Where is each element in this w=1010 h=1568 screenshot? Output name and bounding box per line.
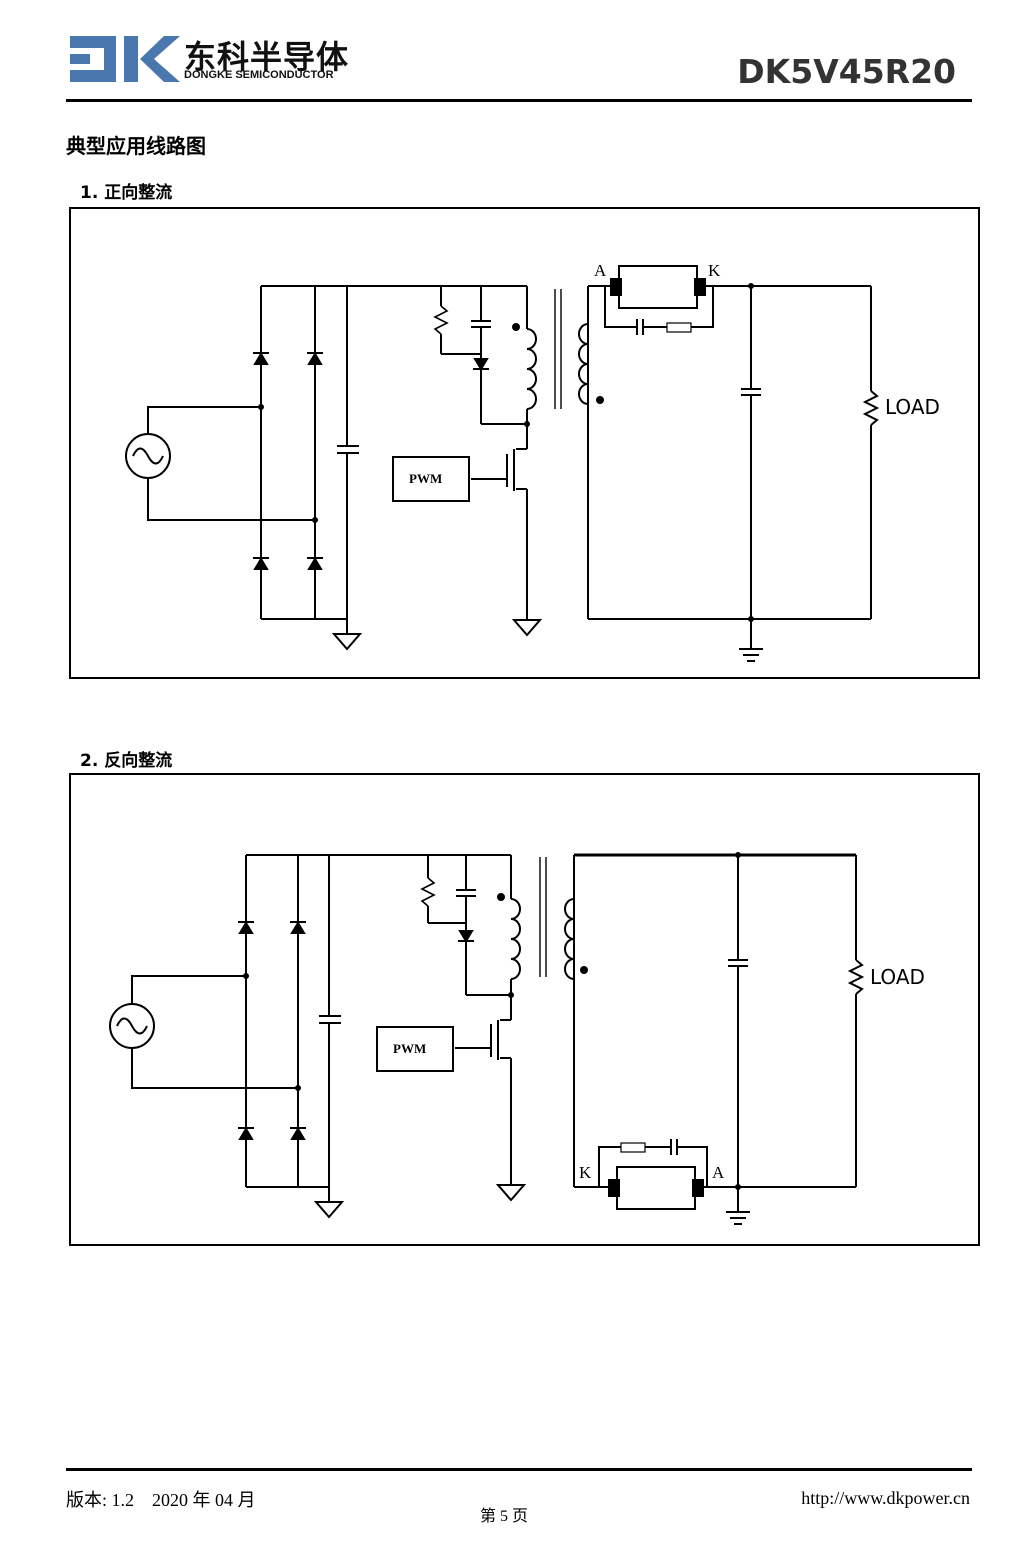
resistor-icon	[433, 305, 449, 335]
rectifier-device	[616, 1166, 696, 1210]
diode-icon	[307, 352, 323, 365]
diode-icon	[290, 1127, 306, 1140]
section-title: 典型应用线路图	[66, 134, 206, 158]
pin-k-label: K	[579, 1163, 592, 1182]
website-link[interactable]: http://www.dkpower.cn	[801, 1488, 970, 1508]
diode-icon	[253, 352, 269, 365]
resistor-icon	[420, 877, 436, 907]
page-number: 第 5 页	[480, 1508, 529, 1525]
diode-icon	[307, 557, 323, 570]
circuit-diagram-forward	[125, 265, 880, 662]
figure-1-frame: PWM LOAD A K	[69, 207, 980, 679]
circuit-diagram-reverse	[109, 852, 865, 1225]
diode-icon	[458, 930, 474, 943]
pin-a-label: A	[712, 1163, 725, 1182]
resistor-icon	[620, 1142, 646, 1153]
rectifier-device	[618, 265, 698, 309]
load-resistor-icon	[862, 390, 880, 426]
diode-icon	[253, 557, 269, 570]
diode-icon	[473, 358, 489, 371]
diode-icon	[238, 1127, 254, 1140]
pwm-label: PWM	[393, 1041, 427, 1056]
footer-rule	[66, 1468, 972, 1471]
figure-2-frame: PWM LOAD K A	[69, 773, 980, 1246]
load-label: LOAD	[870, 965, 925, 989]
pin-k-label: K	[708, 261, 721, 280]
version-date: 版本: 1.2 2020 年 04 月	[66, 1490, 256, 1510]
dk-logo-mark	[70, 36, 180, 82]
pwm-label: PWM	[409, 471, 443, 486]
load-label: LOAD	[885, 395, 940, 419]
figure-1-caption: 1. 正向整流	[80, 183, 173, 203]
header-rule	[66, 99, 972, 102]
load-resistor-icon	[847, 959, 865, 995]
pwm-block	[392, 456, 470, 502]
primary-winding-icon	[526, 328, 537, 410]
primary-winding-icon	[510, 898, 521, 980]
pwm-block	[376, 1026, 454, 1072]
secondary-winding-icon	[578, 323, 589, 405]
company-name-en: DONGKE SEMICONDUCTOR	[184, 69, 334, 81]
diode-icon	[290, 921, 306, 934]
part-number: DK5V45R20	[737, 52, 956, 91]
resistor-icon	[666, 322, 692, 333]
diode-icon	[238, 921, 254, 934]
figure-2-caption: 2. 反向整流	[80, 751, 173, 771]
secondary-winding-icon	[564, 898, 575, 980]
company-logo: 东科半导体 DONGKE SEMICONDUCTOR	[70, 34, 360, 84]
company-name-cn: 东科半导体	[184, 38, 350, 76]
pin-a-label: A	[594, 261, 607, 280]
